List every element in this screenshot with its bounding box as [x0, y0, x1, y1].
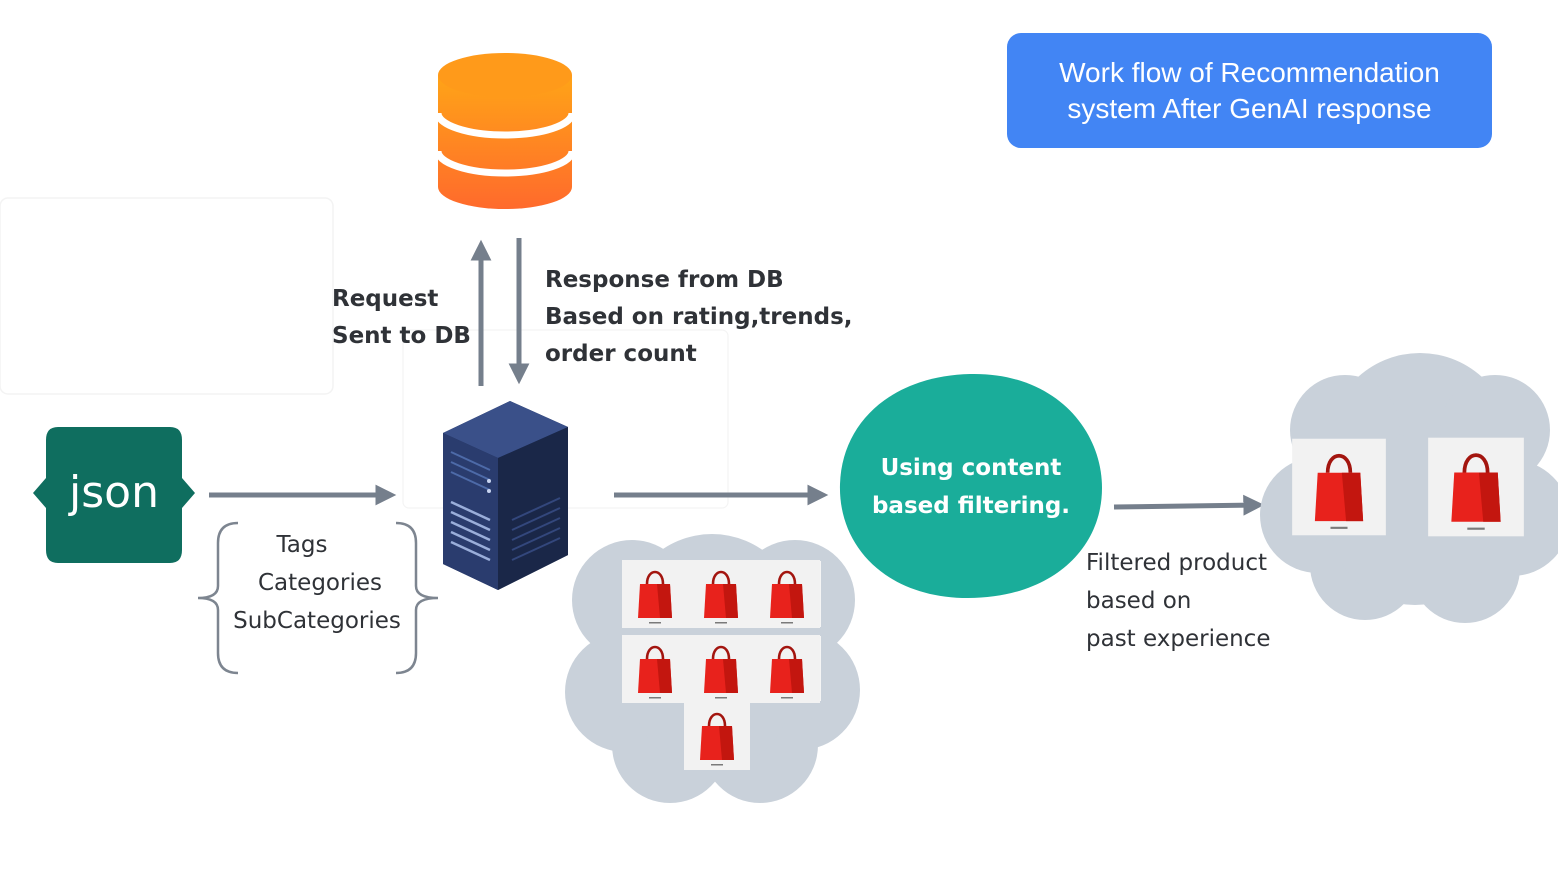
response-label-line-1: Response from DB — [545, 267, 784, 293]
shopping-bag-icon — [620, 633, 690, 705]
filtered-label-line-2: based on — [1086, 588, 1192, 614]
request-label: Request Sent to DB — [332, 281, 471, 355]
json-label: json — [69, 467, 159, 518]
shopping-bag-icon — [752, 633, 822, 705]
background-panel-left — [0, 197, 334, 395]
shopping-bag-icon — [1426, 435, 1526, 539]
response-label-line-2: Based on rating,trends, — [545, 304, 853, 330]
shopping-bag-icon — [620, 558, 690, 630]
database-icon — [434, 53, 576, 209]
title-line-2: system After GenAI response — [1067, 92, 1432, 124]
diagram-title: Work flow of Recommendation system After… — [1007, 33, 1492, 148]
shopping-bag-icon — [1290, 436, 1388, 538]
attribute-item: Tags — [276, 532, 328, 558]
filtered-label-line-1: Filtered product — [1086, 550, 1267, 576]
response-label-line-3: order count — [545, 341, 697, 367]
attributes-braces — [197, 521, 439, 675]
filter-to-output-arrow — [1113, 494, 1265, 516]
filtered-label-line-3: past experience — [1086, 626, 1271, 652]
shopping-bag-icon — [686, 633, 756, 705]
shopping-bag-icon — [752, 558, 822, 630]
shopping-bag-icon — [682, 700, 752, 772]
content-filtering-node — [839, 373, 1102, 598]
request-label-line-1: Request — [332, 286, 439, 312]
title-line-1: Work flow of Recommendation — [1059, 56, 1440, 88]
filter-node-label: Using content based filtering. — [842, 449, 1100, 525]
server-icon — [443, 401, 568, 590]
attribute-item: Categories — [258, 570, 382, 596]
response-label: Response from DB Based on rating,trends,… — [545, 262, 853, 373]
filter-node-line-1: Using content — [880, 455, 1062, 481]
request-label-line-2: Sent to DB — [332, 323, 471, 349]
filter-node-line-2: based filtering. — [871, 493, 1071, 519]
shopping-bag-icon — [686, 558, 756, 630]
json-icon — [33, 427, 195, 563]
attributes-list: Tags Categories SubCategories — [222, 526, 412, 640]
attribute-item: SubCategories — [233, 608, 401, 634]
filtered-product-label: Filtered product based on past experienc… — [1086, 544, 1270, 658]
